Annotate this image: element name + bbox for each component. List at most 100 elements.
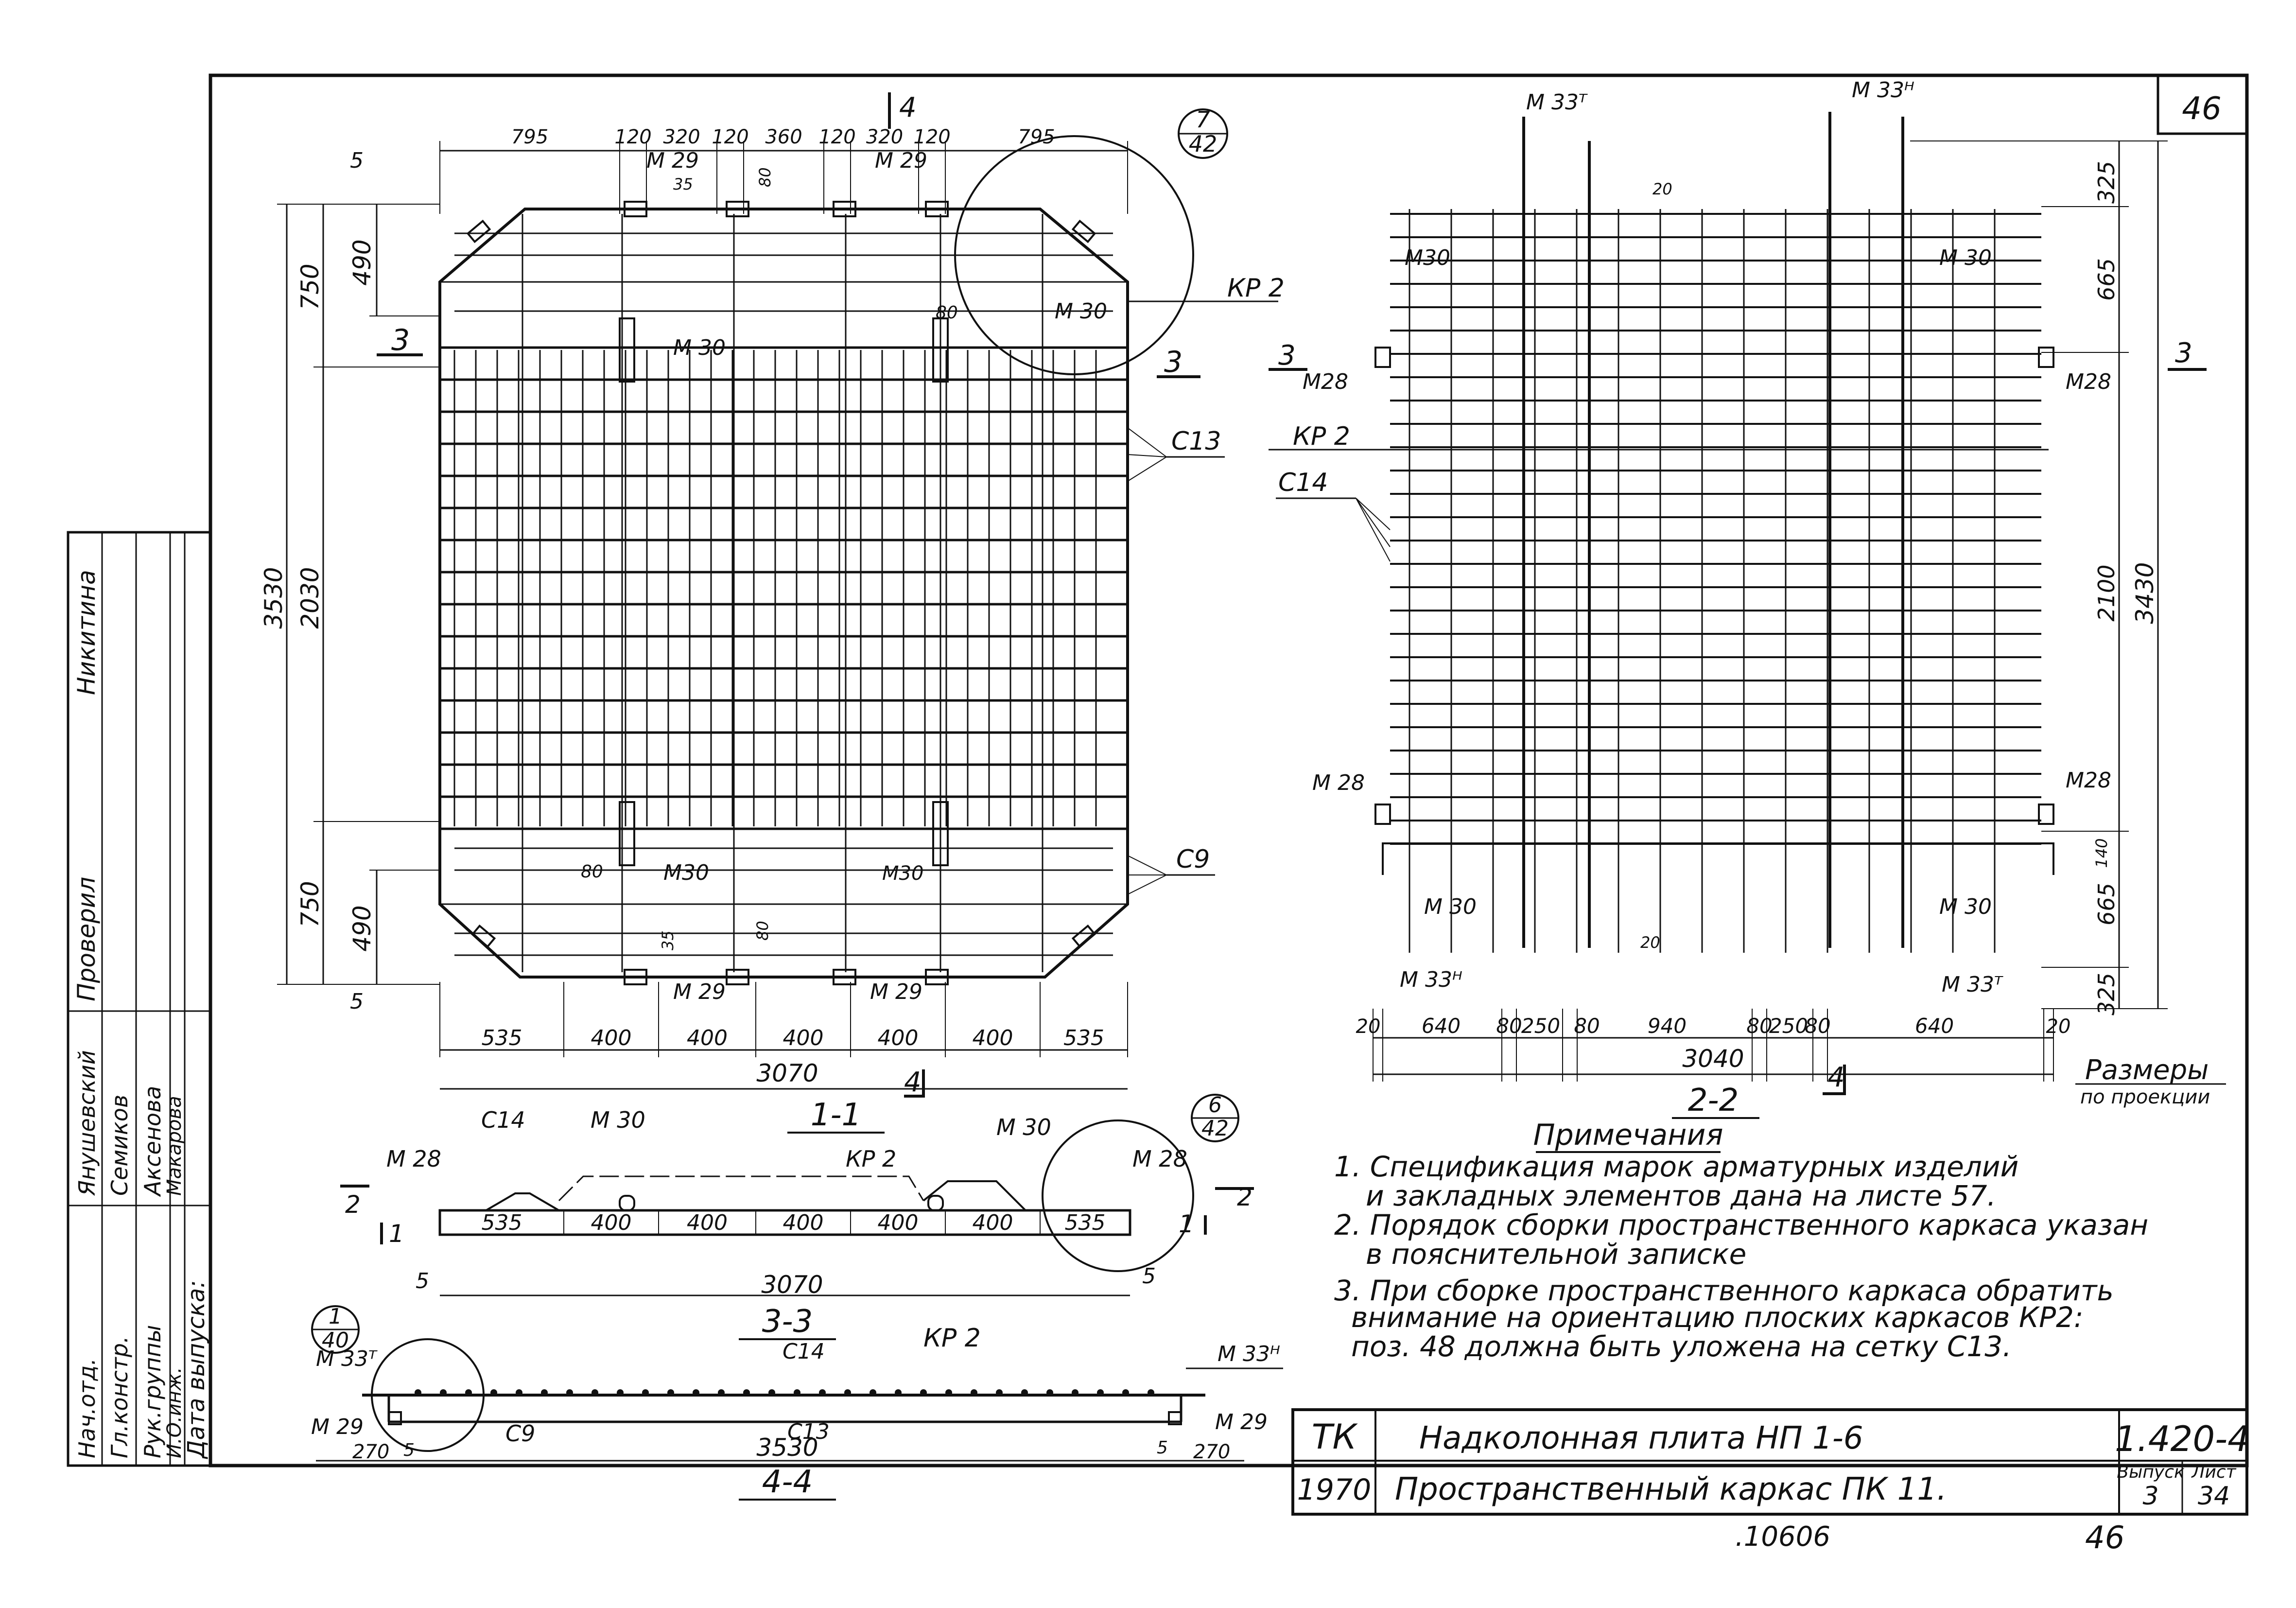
v3-circle-bottom: 42 <box>1201 1116 1229 1141</box>
bar-section-dot <box>617 1389 624 1396</box>
v3-label-kp2: КР 2 <box>846 1146 896 1172</box>
v1-sec4-top: 4 <box>899 92 917 123</box>
v1-d35-top: 35 <box>673 175 693 193</box>
v4-circle-top: 1 <box>329 1304 342 1329</box>
v1-dim-left-490b: 490 <box>348 905 376 951</box>
v4-label-m29-right: М 29 <box>1215 1410 1268 1434</box>
stamp-role-3: Рук.группы <box>139 1325 166 1458</box>
v1-label-m30-bl: М30 <box>663 860 709 885</box>
v1-dim-bottom-1: 400 <box>591 1026 632 1050</box>
v2-label-m30-tr: М 30 <box>1939 245 1992 270</box>
v2-label-m33h-top: М 33ᴴ <box>1852 78 1914 103</box>
v3-five-left: 5 <box>416 1269 429 1293</box>
bar-section-dot <box>945 1389 952 1396</box>
v2-dim-bottom-10: 20 <box>2046 1015 2071 1038</box>
v3-dim-6: 535 <box>1065 1210 1106 1235</box>
bar-section-dot <box>895 1389 902 1396</box>
v2-note-line2: по проекции <box>2080 1086 2210 1108</box>
v1-dim-top-3: 120 <box>712 126 748 148</box>
v1-label-m29-bl: М 29 <box>673 979 726 1004</box>
stamp-role-4: И.О.инж. <box>163 1367 186 1458</box>
stamp-role-2: Гл.констр. <box>106 1336 133 1458</box>
v2-label-m28-tr: М28 <box>2066 369 2111 394</box>
v2-dim-bottom-5: 940 <box>1648 1014 1687 1038</box>
v2-total-bottom: 3040 <box>1682 1045 1744 1073</box>
v4-label-m33h: М 33ᴴ <box>1218 1342 1280 1366</box>
bar-section-dot <box>1122 1389 1129 1396</box>
v2-dim-right-665b: 665 <box>2093 883 2120 926</box>
title-line-1: Надколонная плита НП 1-6 <box>1419 1420 1863 1456</box>
v2-dim-bottom-2: 80 <box>1496 1014 1522 1038</box>
footer-page: 46 <box>2085 1520 2124 1556</box>
v2-label-m33h-bottom: М 33ᴴ <box>1400 967 1462 992</box>
v1-dim-left-490a: 490 <box>348 239 376 285</box>
v2-label-d20-top: 20 <box>1652 180 1672 198</box>
bar-section-dot <box>768 1389 775 1396</box>
v4-bar-sections <box>415 1389 1154 1396</box>
bar-section-dot <box>667 1389 674 1396</box>
bar-section-dot <box>541 1389 548 1396</box>
notes-line-7: поз. 48 должна быть уложена на сетку С13… <box>1351 1330 2012 1363</box>
v2-dim-right-2100: 2100 <box>2093 564 2120 621</box>
stamp-name-1: Янушевский <box>74 1050 100 1196</box>
v1-d80-b: 80 <box>753 921 772 941</box>
title-year: 1970 <box>1297 1473 1372 1507</box>
v3-total: 3070 <box>761 1271 823 1299</box>
v4-label-c14: С14 <box>783 1339 825 1364</box>
v1-dim-top-8: 795 <box>1018 126 1055 148</box>
v3-label-m30b: М 30 <box>996 1114 1051 1140</box>
v1-label-c13: С13 <box>1171 427 1221 456</box>
bar-section-dot <box>844 1389 851 1396</box>
v1-dim-top-5: 120 <box>818 126 855 148</box>
stamp-role-1: Нач.отд. <box>74 1358 100 1458</box>
v4-dim-right: 270 <box>1193 1441 1230 1463</box>
v1-label-m30-tr: М 30 <box>1055 299 1107 324</box>
v3-sec1-left: 1 <box>389 1220 404 1248</box>
bar-section-dot <box>794 1389 800 1396</box>
v2-dim-140: 140 <box>2092 838 2111 868</box>
v2-dim-bottom-9: 640 <box>1915 1014 1954 1038</box>
v1-circle-bottom: 42 <box>1189 131 1218 157</box>
v1-label-m29-br: М 29 <box>870 979 922 1004</box>
v4-label-kp2: КР 2 <box>923 1324 981 1353</box>
bar-section-dot <box>1097 1389 1104 1396</box>
title-org: ТК <box>1312 1417 1358 1457</box>
v1-dim-top-6: 320 <box>866 126 903 148</box>
v2-label-m33t-bottom: М 33ᵀ <box>1942 972 2003 997</box>
notes-line-1: 1. Спецификация марок арматурных изделий <box>1334 1150 2018 1183</box>
notes-title: Примечания <box>1533 1118 1723 1152</box>
v2-label-m33t-top: М 33ᵀ <box>1526 90 1588 115</box>
v3-dim-5: 400 <box>973 1210 1013 1235</box>
bar-section-dot <box>996 1389 1003 1396</box>
v1-dim-bottom-2: 400 <box>687 1026 728 1050</box>
bar-section-dot <box>415 1389 421 1396</box>
v4-dim-five-right: 5 <box>1157 1438 1168 1458</box>
stamp-name-4: Макарова <box>163 1096 186 1196</box>
v1-dim-bottom-6: 535 <box>1063 1026 1104 1050</box>
v4-dim-total: 3530 <box>756 1433 818 1462</box>
v1-dim-top-4: 360 <box>765 126 802 148</box>
v3-dim-2: 400 <box>687 1210 728 1235</box>
v3-dim-1: 400 <box>591 1210 632 1235</box>
v1-circle-top: 7 <box>1196 106 1210 133</box>
v1-dim-bottom-3: 400 <box>783 1026 824 1050</box>
v2-dim-bottom-3: 250 <box>1521 1014 1560 1038</box>
v1-edge-5-top: 5 <box>350 148 364 173</box>
v2-dim-bottom-6: 80 <box>1746 1014 1772 1038</box>
v2-sec3-right: 3 <box>2175 337 2192 369</box>
v2-label-c14: С14 <box>1278 468 1328 497</box>
v2-sec4: 4 <box>1827 1062 1845 1093</box>
bar-section-dot <box>566 1389 573 1396</box>
v1-label-m30-br: М30 <box>882 862 923 885</box>
v2-dim-right-665a: 665 <box>2093 258 2120 301</box>
v4-label-m29-left: М 29 <box>311 1415 364 1439</box>
v2-dim-bottom-1: 640 <box>1422 1014 1461 1038</box>
v2-dim-bottom-4: 80 <box>1574 1014 1600 1038</box>
v1-d80-top: 80 <box>756 167 774 187</box>
